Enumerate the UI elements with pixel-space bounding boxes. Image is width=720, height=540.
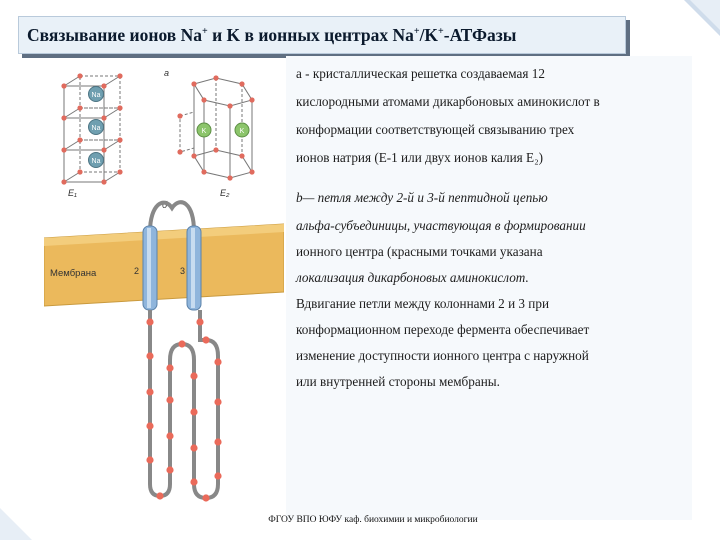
lattice-e1 <box>63 75 121 183</box>
footer: ФГОУ ВПО ЮФУ каф. биохимии и микробиолог… <box>268 515 478 525</box>
slide-title-bar: Связывание ионов Na+ и K в ионных центра… <box>18 16 626 54</box>
text-line: b— петля между 2-й и 3-й пептидной цепью <box>296 190 548 205</box>
na-ion-label-3: Na <box>92 158 101 165</box>
text-line: или внутренней стороны мембраны. <box>296 374 500 389</box>
text-line: ионного центра (красными точками указана <box>296 244 543 259</box>
helix-3 <box>186 225 202 311</box>
lattice-e2-nodes <box>177 75 255 181</box>
text-line: Вдвигание петли между колоннами 2 и 3 пр… <box>296 296 550 311</box>
text-line: локализация дикарбоновых аминокислот. <box>296 270 529 285</box>
membrane <box>44 223 284 307</box>
description-panel: a - кристаллическая решетка создаваемая … <box>286 56 692 520</box>
text-line: a - кристаллическая решетка создаваемая … <box>296 66 545 81</box>
label-e2: E₂ <box>220 188 230 198</box>
lattice-e1-nodes <box>61 73 123 185</box>
carboxyl-residues <box>146 318 222 502</box>
text-line: изменение доступности ионного центра с н… <box>296 348 589 363</box>
na-ion-icons: Na Na Na <box>88 86 104 168</box>
helix-2-label: 2 <box>134 266 139 276</box>
text-line: ионов натрия (E-1 или двух ионов калия E… <box>296 150 544 165</box>
text-line: альфа-субъединицы, участвующая в формиро… <box>296 218 586 233</box>
k-ion-icons: K K <box>196 122 250 138</box>
text-line: конформационном переходе фермента обеспе… <box>296 322 590 337</box>
slide-title: Связывание ионов Na+ и K в ионных центра… <box>27 25 517 45</box>
label-b: б <box>162 200 168 210</box>
top-loop <box>148 200 196 233</box>
label-a: a <box>164 68 169 78</box>
helix-3-label: 3 <box>180 266 185 276</box>
text-line: кислородными атомами дикарбоновых аминок… <box>296 94 600 109</box>
na-ion-label-1: Na <box>92 92 101 99</box>
na-ion-label-2: Na <box>92 125 101 132</box>
helix-2 <box>142 225 158 311</box>
membrane-label: Мембрана <box>50 268 97 279</box>
k-ion-label-1: K <box>202 128 207 135</box>
k-ion-label-2: K <box>240 128 245 135</box>
label-e1: E₁ <box>68 188 77 198</box>
text-line: конформации соответствующей связыванию т… <box>296 122 575 137</box>
atpase-figure: Na Na Na E₁ K K a E₂ б <box>44 68 284 502</box>
